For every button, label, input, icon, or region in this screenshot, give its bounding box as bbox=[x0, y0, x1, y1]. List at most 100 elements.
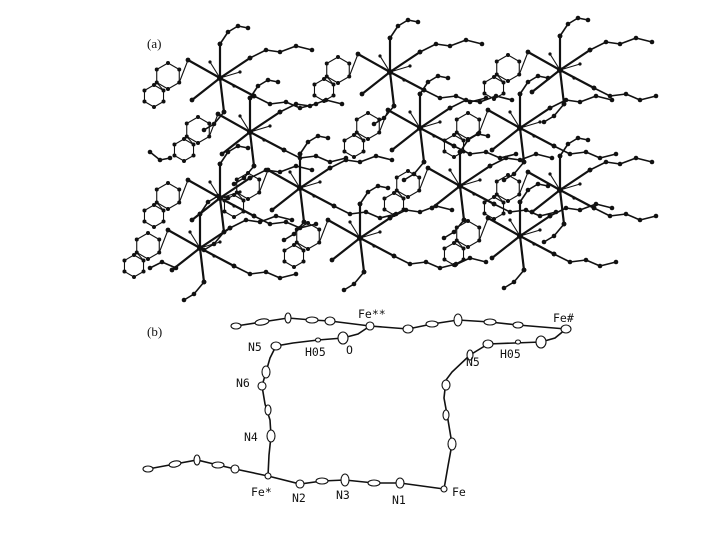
atom-dot bbox=[607, 93, 613, 99]
atom-dot bbox=[251, 163, 257, 169]
bond-line bbox=[427, 167, 461, 187]
atom-dot bbox=[293, 163, 299, 169]
atom-dot bbox=[134, 237, 139, 242]
atom-dot bbox=[267, 101, 273, 107]
bond-line bbox=[418, 167, 429, 191]
atom-dot bbox=[391, 253, 397, 259]
atom-dot bbox=[509, 97, 515, 103]
atom-dot bbox=[293, 101, 299, 107]
atom-dot bbox=[463, 37, 469, 43]
atom-dot bbox=[457, 149, 463, 155]
bond-line bbox=[147, 252, 160, 260]
atom-dot bbox=[147, 265, 153, 271]
atom-dot bbox=[451, 229, 457, 235]
atom-dot bbox=[506, 79, 510, 83]
atom-dot bbox=[392, 191, 396, 195]
atom-dot bbox=[305, 139, 311, 145]
atom-dot bbox=[225, 149, 231, 155]
atom-dot bbox=[591, 85, 597, 91]
atom-dot bbox=[313, 153, 319, 159]
atom-dot bbox=[217, 161, 223, 167]
bond-line bbox=[456, 112, 469, 120]
bond-line bbox=[487, 109, 521, 129]
atom-dot bbox=[234, 177, 239, 182]
bond-line bbox=[156, 182, 169, 190]
atom-dot bbox=[317, 227, 322, 232]
bond-line bbox=[559, 23, 569, 37]
atom-dot bbox=[545, 75, 551, 81]
bond-line bbox=[558, 69, 566, 105]
atom-ellipsoid bbox=[425, 320, 439, 328]
bond-line bbox=[513, 269, 525, 283]
atom-dot bbox=[452, 155, 456, 159]
bond-line bbox=[279, 103, 297, 113]
atom-dot bbox=[492, 75, 496, 79]
atom-dot bbox=[603, 39, 609, 45]
atom-dot bbox=[222, 209, 227, 214]
atom-dot bbox=[359, 91, 365, 97]
bond-line bbox=[518, 171, 529, 195]
bond-line bbox=[519, 127, 535, 137]
atom-dot bbox=[493, 93, 499, 99]
bond-line bbox=[359, 217, 391, 239]
atom-dot bbox=[245, 145, 251, 151]
bond-line bbox=[496, 74, 504, 83]
bond-line bbox=[299, 187, 315, 197]
atom-dot bbox=[406, 195, 410, 199]
bond-line bbox=[465, 39, 483, 45]
bond-line bbox=[285, 221, 301, 229]
bond-line bbox=[595, 95, 613, 101]
bond-line bbox=[459, 139, 469, 153]
atom-dot bbox=[382, 196, 387, 201]
bond-line bbox=[449, 169, 461, 187]
bond-line bbox=[519, 235, 535, 245]
bond-line bbox=[198, 247, 206, 283]
n2-atom bbox=[295, 479, 305, 489]
atom-dot bbox=[466, 219, 470, 223]
bond-line bbox=[499, 153, 517, 159]
atom-dot bbox=[243, 217, 249, 223]
atom-dot bbox=[587, 167, 593, 173]
atom-dot bbox=[361, 269, 367, 275]
atom-dot bbox=[247, 175, 253, 181]
bond-line bbox=[589, 41, 607, 51]
n4-atom bbox=[266, 429, 276, 443]
atom-dot bbox=[366, 111, 370, 115]
atom-dot bbox=[466, 111, 470, 115]
bond-line bbox=[193, 281, 205, 295]
atom-dot bbox=[577, 99, 583, 105]
atom-dot bbox=[387, 215, 393, 221]
bond-line bbox=[191, 77, 221, 101]
bond-line bbox=[388, 71, 396, 107]
atom-dot bbox=[401, 177, 407, 183]
bond-line bbox=[467, 220, 480, 228]
atom-dot bbox=[551, 143, 557, 149]
atom-dot bbox=[467, 255, 473, 261]
bond-line bbox=[265, 49, 281, 53]
bond-line bbox=[236, 192, 249, 200]
atom-dot bbox=[157, 237, 162, 242]
atom-dot bbox=[292, 243, 296, 247]
bond-line bbox=[337, 56, 350, 64]
atom-dot bbox=[597, 155, 603, 161]
atom-dot bbox=[312, 93, 317, 98]
atom-ellipsoid bbox=[441, 379, 451, 391]
bond-line bbox=[295, 165, 313, 171]
atom-ellipsoid bbox=[447, 437, 457, 451]
atom-dot bbox=[517, 91, 523, 97]
bond-line bbox=[378, 109, 389, 133]
atom-dot bbox=[325, 135, 331, 141]
atom-dot bbox=[307, 103, 313, 109]
atom-dot bbox=[166, 181, 170, 185]
bond-line bbox=[559, 69, 575, 79]
bond-line bbox=[609, 93, 627, 97]
atom-dot bbox=[613, 259, 619, 265]
bond-line bbox=[158, 229, 169, 253]
bond-line bbox=[509, 219, 521, 237]
o-right-atom bbox=[535, 335, 547, 349]
atom-dot bbox=[172, 153, 177, 158]
atom-dot bbox=[483, 149, 489, 155]
atom-dot bbox=[452, 262, 458, 268]
bond-line bbox=[519, 81, 529, 95]
atom-dot bbox=[477, 117, 482, 122]
